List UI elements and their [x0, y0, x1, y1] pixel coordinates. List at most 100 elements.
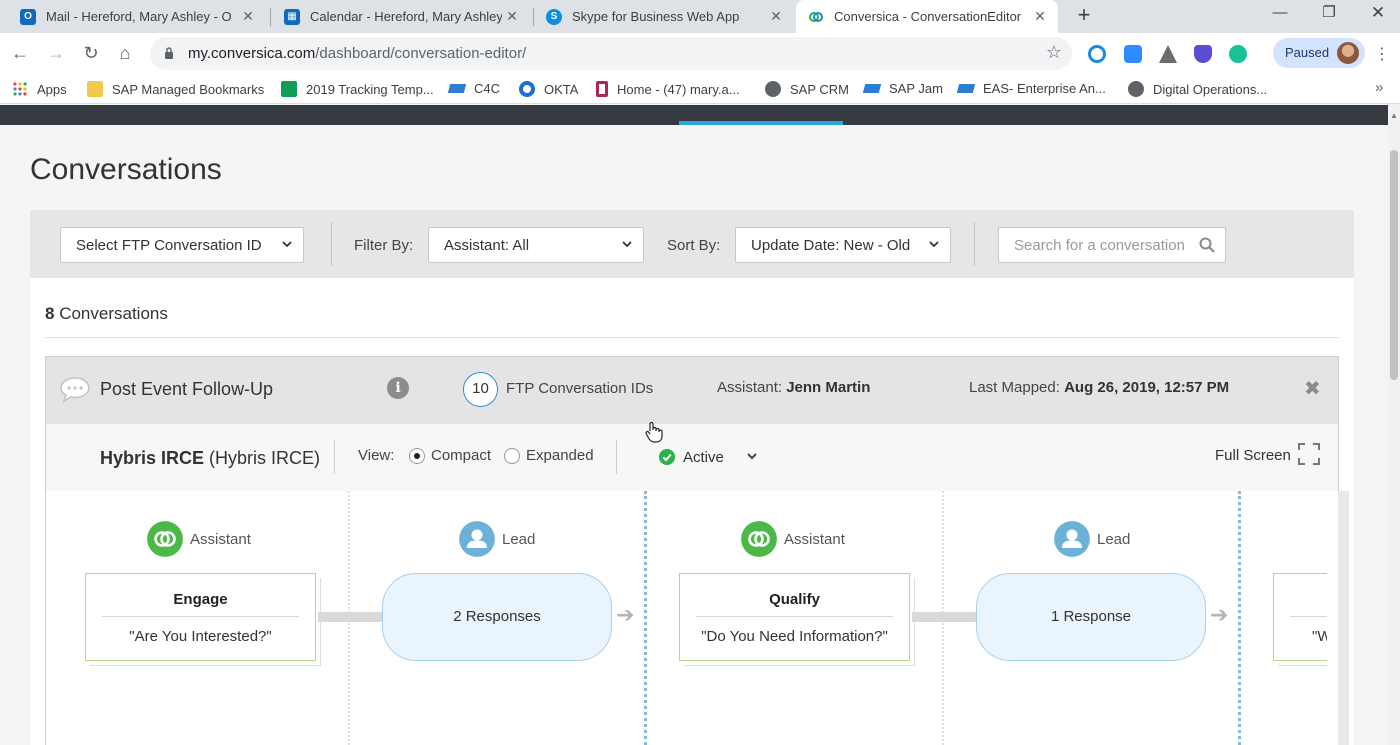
minimize-button[interactable]: —	[1272, 4, 1288, 21]
ftp-conversation-select[interactable]: Select FTP Conversation ID	[60, 227, 304, 263]
chevron-down-icon	[282, 241, 292, 248]
close-tab-icon[interactable]: ✕	[506, 8, 518, 24]
conversation-header: Post Event Follow-Up i 10 FTP Conversati…	[46, 357, 1338, 424]
tab-title: Conversica - ConversationEditor	[834, 9, 1022, 24]
assistant-filter-select[interactable]: Assistant: All	[428, 227, 644, 263]
view-compact-label[interactable]: Compact	[431, 447, 492, 464]
info-icon[interactable]: i	[387, 377, 409, 399]
bookmark-star-icon[interactable]: ☆	[1045, 42, 1062, 62]
scroll-up-icon[interactable]: ▲	[1390, 111, 1398, 120]
window-close-button[interactable]: ✕	[1370, 3, 1386, 22]
bookmark-sap-crm[interactable]: SAP CRM	[765, 81, 849, 97]
sort-select[interactable]: Update Date: New - Old	[735, 227, 951, 263]
extension-circle-icon[interactable]	[1088, 45, 1106, 63]
filter-divider	[974, 222, 975, 266]
scrollbar-thumb[interactable]	[1390, 150, 1398, 380]
step-card-engage[interactable]: Engage "Are You Interested?"	[85, 573, 316, 661]
bookmark-okta[interactable]: OKTA	[519, 81, 578, 97]
bookmark-apps[interactable]: Apps	[12, 81, 67, 97]
page-scrollbar[interactable]: ▲	[1388, 105, 1400, 745]
drive-extension-icon[interactable]	[1159, 45, 1177, 63]
tab-mail[interactable]: O Mail - Hereford, Mary Ashley - O ✕	[8, 0, 266, 33]
bookmark-c4c[interactable]: C4C	[447, 81, 501, 96]
divider	[45, 337, 1339, 338]
tab-skype[interactable]: S Skype for Business Web App ✕	[534, 0, 794, 33]
status-label[interactable]: Active	[683, 449, 724, 466]
step-title: Qualify	[769, 591, 820, 608]
forward-button[interactable]: →	[47, 43, 65, 63]
close-tab-icon[interactable]: ✕	[242, 8, 254, 24]
view-compact-radio[interactable]	[409, 448, 425, 464]
step-question: "W	[1312, 628, 1327, 645]
response-group[interactable]: 2 Responses	[382, 573, 612, 661]
view-expanded-radio[interactable]	[504, 448, 520, 464]
avatar	[1337, 42, 1359, 64]
step-question: "Are You Interested?"	[129, 628, 272, 645]
sap-icon	[447, 84, 467, 93]
url-path: /dashboard/conversation-editor/	[315, 45, 527, 62]
close-icon[interactable]: ✖	[1304, 378, 1321, 400]
sap-icon	[862, 84, 882, 93]
bookmark-label: 2019 Tracking Temp...	[306, 81, 434, 97]
bookmark-tracking[interactable]: 2019 Tracking Temp...	[281, 81, 434, 97]
subheader-divider	[616, 440, 617, 474]
ftp-conversation-title: Hybris IRCE (Hybris IRCE)	[100, 448, 320, 469]
more-bookmarks-icon[interactable]: »	[1375, 79, 1384, 96]
conversation-card: Post Event Follow-Up i 10 FTP Conversati…	[45, 356, 1349, 745]
back-button[interactable]: ←	[11, 43, 29, 63]
step-divider	[696, 616, 893, 617]
fullscreen-icon[interactable]	[1298, 443, 1320, 465]
response-group[interactable]: 1 Response	[976, 573, 1206, 661]
chat-bubble-icon	[60, 377, 90, 403]
zoom-extension-icon[interactable]	[1124, 45, 1142, 63]
step-title: Engage	[173, 591, 228, 608]
restore-button[interactable]: ❐	[1322, 4, 1336, 21]
bookmark-sap-jam[interactable]: SAP Jam	[862, 81, 943, 96]
role-label: Assistant	[190, 530, 251, 548]
stage-divider	[644, 491, 647, 745]
assistant-info: Assistant: Jenn Martin	[717, 379, 870, 396]
chevron-down-icon[interactable]	[746, 450, 758, 462]
shield-extension-icon[interactable]	[1194, 45, 1212, 63]
ftp-count-badge[interactable]: 10	[463, 372, 498, 407]
step-card-partial[interactable]: "W	[1273, 573, 1327, 661]
search-icon[interactable]	[1199, 237, 1215, 253]
bookmarks-bar: Apps SAP Managed Bookmarks 2019 Tracking…	[0, 74, 1400, 104]
bookmark-eas[interactable]: EAS- Enterprise An...	[956, 81, 1106, 96]
browser-menu-icon[interactable]: ⋮	[1374, 46, 1390, 63]
view-expanded-label[interactable]: Expanded	[526, 447, 594, 464]
tab-conversica[interactable]: Conversica - ConversationEditor ✕	[796, 0, 1058, 33]
ftp-title-rest: (Hybris IRCE)	[209, 448, 321, 468]
new-tab-button[interactable]: +	[1077, 2, 1091, 27]
full-screen-label[interactable]: Full Screen	[1215, 447, 1291, 464]
conversation-name[interactable]: Post Event Follow-Up	[100, 379, 274, 399]
subheader-divider	[334, 440, 335, 474]
view-label: View:	[358, 447, 395, 464]
bookmark-sap-managed[interactable]: SAP Managed Bookmarks	[87, 81, 264, 97]
close-tab-icon[interactable]: ✕	[770, 8, 782, 24]
okta-icon	[519, 81, 535, 97]
bookmark-label: C4C	[474, 81, 501, 96]
search-input[interactable]	[999, 228, 1194, 262]
page-content: Conversations Select FTP Conversation ID…	[0, 105, 1400, 745]
grammarly-icon[interactable]	[1229, 45, 1247, 63]
profile-button[interactable]: Paused	[1273, 38, 1365, 68]
bookmark-label: SAP Jam	[889, 81, 943, 96]
home-button[interactable]: ⌂	[119, 43, 131, 63]
address-bar[interactable]: my.conversica.com/dashboard/conversation…	[150, 37, 1072, 70]
conversations-panel: Select FTP Conversation ID Filter By: As…	[30, 210, 1354, 745]
bookmark-home[interactable]: Home - (47) mary.a...	[596, 81, 740, 97]
conversation-flow: Assistant Engage "Are You Interested?" L…	[46, 491, 1327, 745]
bookmark-label: SAP Managed Bookmarks	[112, 81, 265, 97]
step-card-qualify[interactable]: Qualify "Do You Need Information?"	[679, 573, 910, 661]
reload-button[interactable]: ↻	[83, 43, 99, 63]
close-tab-icon[interactable]: ✕	[1034, 8, 1046, 24]
flow-scrollbar[interactable]	[1338, 491, 1349, 745]
tab-calendar[interactable]: ▦ Calendar - Hereford, Mary Ashley ✕	[272, 0, 530, 33]
assistant-icon	[147, 521, 183, 557]
browser-tab-strip: O Mail - Hereford, Mary Ashley - O ✕ ▦ C…	[0, 0, 1400, 33]
lead-role: Lead	[459, 521, 535, 557]
chevron-down-icon	[929, 241, 939, 248]
skype-icon: S	[546, 8, 562, 25]
bookmark-digital-ops[interactable]: Digital Operations...	[1128, 81, 1267, 97]
